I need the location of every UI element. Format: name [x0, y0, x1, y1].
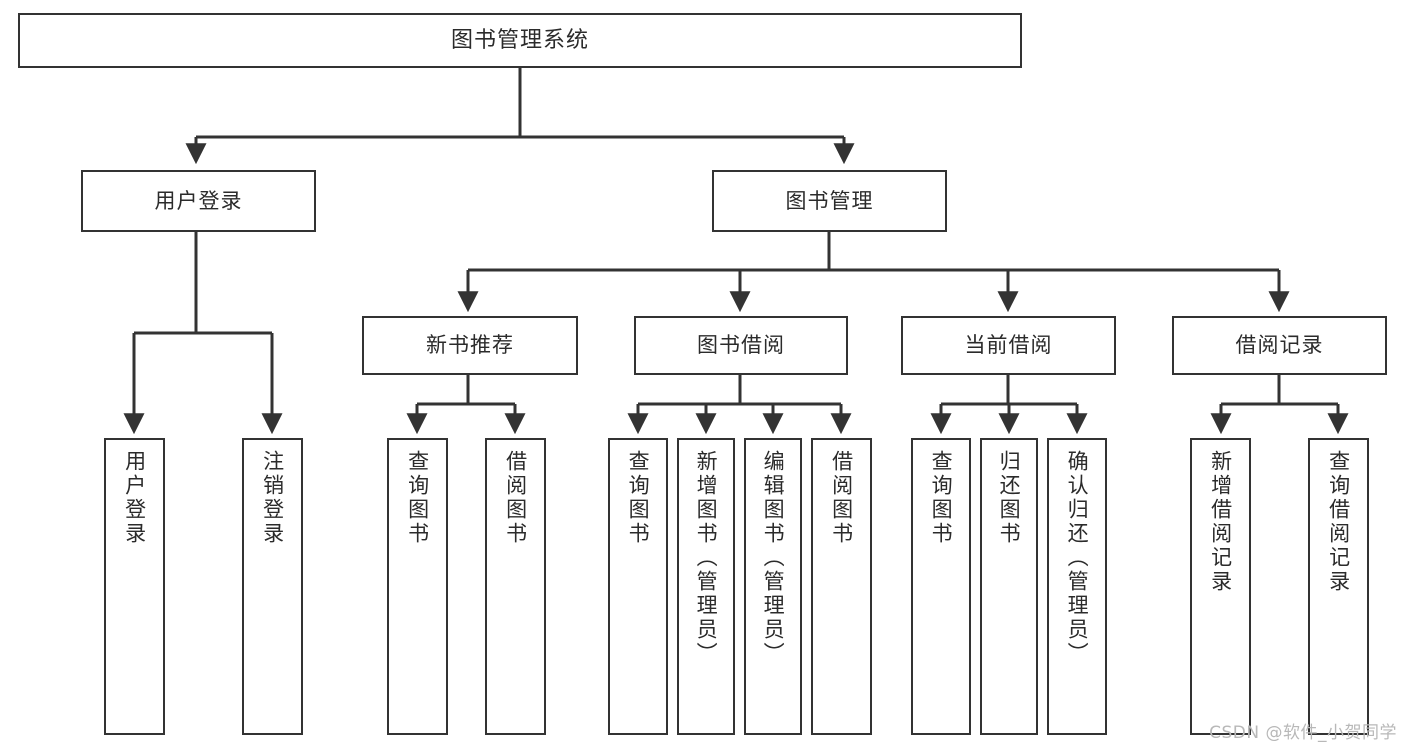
node-label: 归还图书	[997, 450, 1022, 546]
node-label: 新增借阅记录	[1208, 450, 1233, 594]
leaf-return-book[interactable]: 归还图书	[980, 438, 1038, 735]
leaf-logout[interactable]: 注销登录	[242, 438, 303, 735]
node-label: 注销登录	[260, 450, 285, 546]
node-current-borrowing[interactable]: 当前借阅	[901, 316, 1116, 375]
node-label: 借阅图书	[503, 450, 528, 546]
leaf-query-book-borrowing[interactable]: 查询图书	[608, 438, 668, 735]
node-label: 当前借阅	[964, 333, 1053, 358]
node-new-book-recommendation[interactable]: 新书推荐	[362, 316, 578, 375]
leaf-query-borrowing-record[interactable]: 查询借阅记录	[1308, 438, 1369, 735]
leaf-query-book-recommend[interactable]: 查询图书	[387, 438, 448, 735]
node-label: 查询借阅记录	[1326, 450, 1351, 594]
node-label: 新书推荐	[426, 333, 514, 358]
node-book-borrowing[interactable]: 图书借阅	[634, 316, 848, 375]
node-label: 用户登录	[122, 450, 147, 546]
node-label: 编辑图书（管理员）	[761, 450, 786, 666]
leaf-borrow-book-recommend[interactable]: 借阅图书	[485, 438, 546, 735]
node-label: 用户登录	[154, 188, 243, 213]
node-label: 借阅记录	[1235, 333, 1324, 358]
leaf-edit-book-admin[interactable]: 编辑图书（管理员）	[744, 438, 802, 735]
leaf-confirm-return-admin[interactable]: 确认归还（管理员）	[1047, 438, 1107, 735]
node-label: 查询图书	[405, 450, 430, 546]
watermark-text: CSDN @软件_小贺同学	[1209, 723, 1397, 743]
leaf-add-book-admin[interactable]: 新增图书（管理员）	[677, 438, 735, 735]
node-label: 查询图书	[929, 450, 954, 546]
node-root-book-management-system[interactable]: 图书管理系统	[18, 13, 1022, 68]
leaf-add-borrowing-record[interactable]: 新增借阅记录	[1190, 438, 1251, 735]
node-label: 图书借阅	[697, 333, 785, 358]
node-label: 新增图书（管理员）	[694, 450, 719, 666]
node-label: 确认归还（管理员）	[1065, 450, 1090, 666]
node-user-login[interactable]: 用户登录	[81, 170, 316, 232]
node-book-management[interactable]: 图书管理	[712, 170, 947, 232]
leaf-borrow-book-borrowing[interactable]: 借阅图书	[811, 438, 872, 735]
leaf-query-book-current[interactable]: 查询图书	[911, 438, 971, 735]
node-label: 查询图书	[626, 450, 651, 546]
node-label: 借阅图书	[829, 450, 854, 546]
node-label: 图书管理系统	[450, 27, 589, 53]
leaf-user-login[interactable]: 用户登录	[104, 438, 165, 735]
node-label: 图书管理	[785, 188, 874, 213]
node-borrowing-records[interactable]: 借阅记录	[1172, 316, 1387, 375]
